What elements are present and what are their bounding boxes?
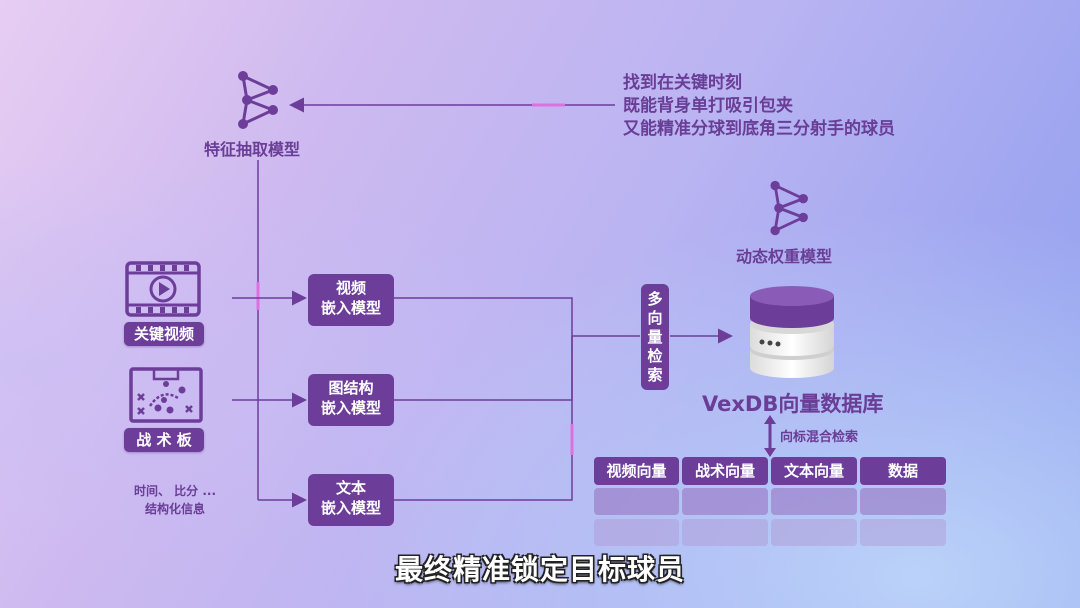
- text-output-line: [394, 336, 573, 501]
- graph-model-line-2: 嵌入模型: [320, 399, 381, 417]
- dynamic-model-label: 动态权重模型: [736, 247, 833, 266]
- structured-info: 时间、 比分 ... 结构化信息: [134, 482, 216, 518]
- table-header-tactics: 战术向量: [682, 457, 768, 485]
- text-model-line-2: 嵌入模型: [320, 499, 381, 517]
- table-cell: [682, 519, 768, 546]
- database-icon: [750, 286, 834, 378]
- table-header-video: 视频向量: [594, 457, 679, 485]
- annotation-text: 找到在关键时刻 既能背身单打吸引包夹 又能精准分球到底角三分射手的球员: [623, 72, 895, 141]
- hybrid-retrieval-label: 向标混合检索: [780, 430, 859, 445]
- multi-vector-retrieval: 多 向 量 检 索: [641, 284, 669, 390]
- video-input-label: 关键视频: [124, 322, 204, 346]
- board-input-label: 战 术 板: [124, 428, 204, 452]
- text-embedding-model: 文本 嵌入模型: [308, 474, 394, 526]
- neural-network-icon: [770, 180, 808, 236]
- table-cell: [771, 488, 857, 515]
- video-subtitle: 最终精准锁定目标球员: [394, 553, 685, 586]
- table-cell: [682, 488, 768, 515]
- graph-output-line: [394, 336, 573, 401]
- retrieval-char-4: 检: [647, 347, 663, 365]
- table-cell: [771, 519, 857, 546]
- retrieval-char-2: 向: [647, 309, 663, 327]
- video-film-icon: [125, 261, 201, 317]
- video-output-line: [394, 297, 573, 336]
- table-header-text: 文本向量: [771, 457, 857, 485]
- retrieval-char-1: 多: [647, 290, 663, 308]
- annotation-line-3: 又能精准分球到底角三分射手的球员: [623, 119, 895, 139]
- table-header-data: 数据: [860, 457, 946, 485]
- retrieval-char-5: 索: [647, 366, 663, 384]
- text-model-line-1: 文本: [335, 479, 366, 497]
- neural-network-icon: [238, 71, 278, 129]
- table-cell: [860, 488, 946, 515]
- tactics-board-icon: [129, 367, 203, 423]
- video-model-line-1: 视频: [335, 279, 366, 297]
- table-cell: [594, 488, 679, 515]
- table-cell: [860, 519, 946, 546]
- table-cell: [594, 519, 679, 546]
- retrieval-char-3: 量: [647, 328, 663, 346]
- structured-info-line-1: 时间、 比分 ...: [134, 484, 217, 498]
- structured-info-line-2: 结构化信息: [145, 502, 206, 516]
- database-label: VexDB向量数据库: [702, 392, 884, 416]
- graph-model-line-1: 图结构: [328, 379, 374, 397]
- graph-embedding-model: 图结构 嵌入模型: [308, 374, 394, 426]
- feature-model-label: 特征抽取模型: [204, 140, 301, 159]
- video-embedding-model: 视频 嵌入模型: [308, 274, 394, 326]
- annotation-line-1: 找到在关键时刻: [623, 73, 742, 93]
- annotation-line-2: 既能背身单打吸引包夹: [623, 96, 793, 116]
- video-model-line-2: 嵌入模型: [320, 299, 381, 317]
